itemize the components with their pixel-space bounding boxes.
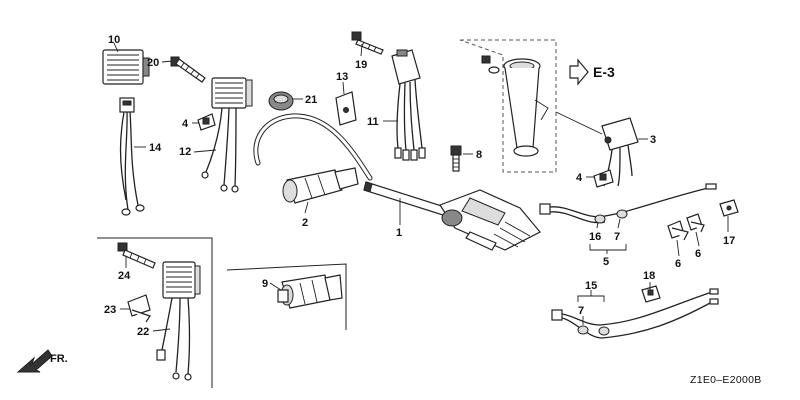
- coil-part-1: [363, 181, 541, 251]
- label-part-7-a: 7: [614, 231, 620, 243]
- clip-part-6-b: [686, 213, 705, 233]
- clip-part-18: [641, 285, 661, 303]
- label-part-18: 18: [643, 270, 655, 282]
- label-part-4-left: 4: [182, 118, 189, 130]
- clip-part-6-a: [667, 220, 689, 241]
- label-part-17: 17: [723, 235, 735, 247]
- label-part-22: 22: [137, 326, 149, 338]
- label-part-1: 1: [396, 227, 402, 239]
- label-part-23: 23: [104, 304, 116, 316]
- bolt-part-8: [450, 145, 462, 172]
- regulator-part-10: [102, 49, 150, 85]
- label-part-19: 19: [355, 59, 367, 71]
- switch-part-11: [391, 49, 426, 161]
- variant-frame-middle: [226, 263, 347, 330]
- front-direction-arrow-icon: [16, 349, 53, 373]
- label-part-20: 20: [147, 57, 159, 69]
- clip-part-23: [127, 294, 151, 323]
- variant-frame-left: [97, 237, 213, 388]
- label-part-8: 8: [476, 149, 482, 161]
- label-part-6-b: 6: [695, 248, 701, 260]
- label-part-6-a: 6: [675, 258, 681, 270]
- funnel-part: [481, 55, 549, 157]
- label-part-2: 2: [302, 217, 308, 229]
- label-part-16: 16: [589, 231, 601, 243]
- front-direction-label: FR.: [50, 353, 68, 365]
- label-part-7-b: 7: [578, 305, 584, 317]
- grommet-part-21: [268, 91, 294, 111]
- plug-cap-part-2: [253, 113, 373, 204]
- clip-part-4-left: [197, 113, 216, 131]
- harness-part-14: [119, 97, 145, 216]
- label-part-24: 24: [118, 270, 131, 282]
- label-part-11: 11: [367, 116, 379, 128]
- label-part-14: 14: [149, 142, 162, 154]
- bolt-part-20: [170, 56, 206, 83]
- label-part-21: 21: [305, 94, 317, 106]
- label-part-15: 15: [585, 280, 597, 292]
- label-part-9: 9: [262, 278, 268, 290]
- reference-label: E-3: [593, 64, 615, 80]
- regulator-part-12: [201, 77, 253, 193]
- group-bracket-15: [577, 295, 605, 302]
- label-part-12: 12: [179, 146, 191, 158]
- clip-part-17: [719, 199, 739, 217]
- regulator-part-22: [156, 261, 201, 381]
- label-part-4-right: 4: [576, 172, 583, 184]
- plug-part-9: [277, 274, 343, 309]
- bolt-part-24: [117, 242, 156, 269]
- harness-part-5: [539, 183, 717, 224]
- clip-part-4-right: [593, 169, 614, 188]
- label-part-3: 3: [650, 134, 656, 146]
- bracket-part-13: [335, 91, 357, 126]
- group-bracket-5: [589, 244, 627, 251]
- label-part-10: 10: [108, 34, 120, 46]
- label-part-13: 13: [336, 71, 348, 83]
- harness-part-15: [551, 288, 719, 339]
- bolt-part-19: [351, 31, 384, 55]
- reference-arrow-icon: [569, 58, 589, 86]
- diagram-code: Z1E0–E2000B: [690, 374, 762, 386]
- label-part-5: 5: [603, 256, 609, 268]
- reference-group-box: [459, 39, 557, 173]
